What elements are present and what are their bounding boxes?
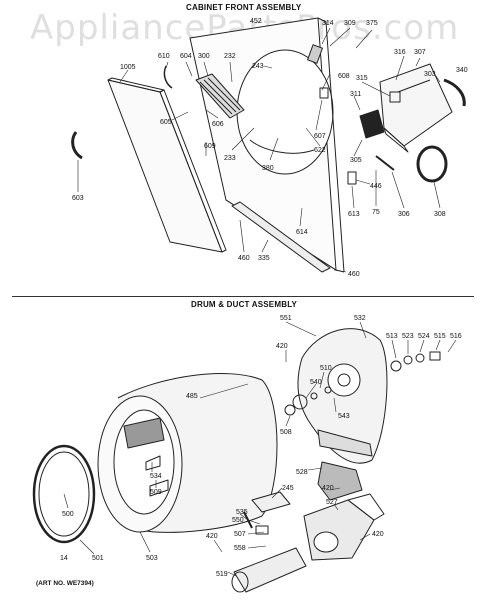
callout: 460 [348, 271, 360, 278]
callout: 508 [280, 429, 292, 436]
callout: 380 [262, 165, 274, 172]
callout: 523 [402, 333, 414, 340]
callout: 233 [224, 155, 236, 162]
callout: 309 [344, 20, 356, 27]
callout: 503 [146, 555, 158, 562]
callout: 613 [348, 211, 360, 218]
callout: 605 [160, 119, 172, 126]
rear-bulkhead-shape [297, 328, 388, 464]
callout: 315 [356, 75, 368, 82]
callout: 524 [418, 333, 430, 340]
callout: 515 [434, 333, 446, 340]
callout: 308 [434, 211, 446, 218]
motor-shape [231, 547, 307, 593]
callout: 510 [320, 365, 332, 372]
callout: 307 [414, 49, 426, 56]
callout: 519 [216, 571, 228, 578]
door-handle-shape [71, 131, 83, 160]
callout: 460 [238, 255, 250, 262]
callout: 452 [250, 18, 262, 25]
callout: 335 [258, 255, 270, 262]
drum-shape [97, 373, 278, 533]
callout: 300 [198, 53, 210, 60]
callout: 420 [372, 531, 384, 538]
callout: 501 [92, 555, 104, 562]
callout: 534 [150, 473, 162, 480]
front-panel-shape [107, 77, 227, 253]
callout: 513 [386, 333, 398, 340]
duct-housing-shape [379, 63, 453, 153]
callout: 606 [212, 121, 224, 128]
callout: 527 [326, 499, 338, 506]
lint-filter-vent-shape [195, 73, 245, 119]
callout: 420 [322, 485, 334, 492]
callout: 622 [314, 147, 326, 154]
callout: 540 [310, 379, 322, 386]
callout: 516 [450, 333, 462, 340]
callout: 75 [372, 209, 380, 216]
callout: 610 [158, 53, 170, 60]
callout: 305 [350, 157, 362, 164]
callout: 603 [72, 195, 84, 202]
callout: 306 [398, 211, 410, 218]
callout: 543 [338, 413, 350, 420]
callout: 340 [456, 67, 468, 74]
callout: 245 [282, 485, 294, 492]
blower-duct-shape [303, 493, 385, 561]
callout: 500 [62, 511, 74, 518]
callout: 509 [150, 489, 162, 496]
callout: 528 [296, 469, 308, 476]
section-title-drum-duct: DRUM & DUCT ASSEMBLY [191, 300, 298, 309]
art-number: (ART NO. WE7394) [36, 580, 94, 587]
callout: 608 [338, 73, 350, 80]
callout: 232 [224, 53, 236, 60]
callout: 243 [252, 63, 264, 70]
callout: 1005 [120, 64, 136, 71]
callout: 535 [236, 509, 248, 516]
callout: 446 [370, 183, 382, 190]
callout: 314 [322, 20, 334, 27]
callout: 507 [234, 531, 246, 538]
callout: 604 [180, 53, 192, 60]
callout: 485 [186, 393, 198, 400]
callout: 420 [276, 343, 288, 350]
callout: 558 [234, 545, 246, 552]
callout: 614 [296, 229, 308, 236]
callout: 609 [204, 143, 216, 150]
callout: 303 [424, 71, 436, 78]
section-title-cabinet-front: CABINET FRONT ASSEMBLY [186, 3, 302, 12]
callout: 420 [206, 533, 218, 540]
callout: 375 [366, 20, 378, 27]
drum-front-ring-shape [32, 444, 96, 544]
section-divider [12, 296, 474, 298]
callout: 14 [60, 555, 68, 562]
callout: 551 [280, 315, 292, 322]
callout: 316 [394, 49, 406, 56]
callout: 607 [314, 133, 326, 140]
callout: 311 [350, 91, 361, 98]
callout: 532 [354, 315, 366, 322]
callout: 550 [232, 517, 244, 524]
